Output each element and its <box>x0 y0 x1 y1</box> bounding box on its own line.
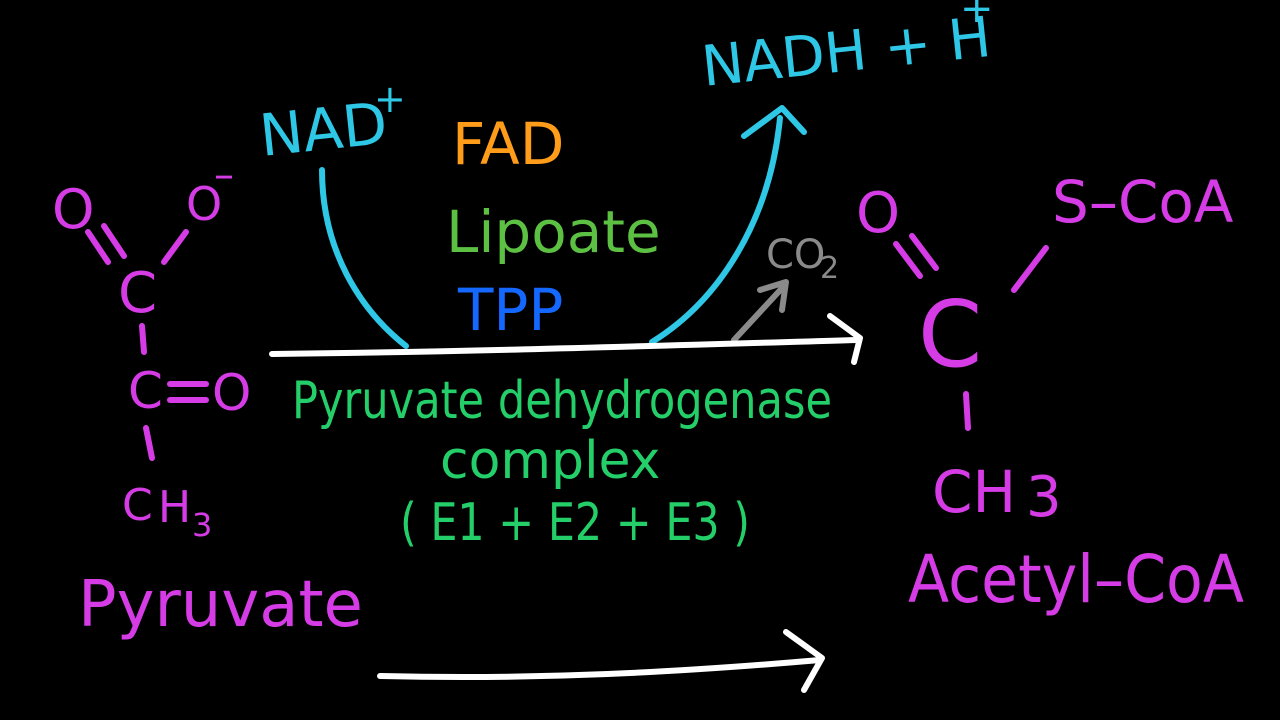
nadh-h-plus-label: NADH + H <box>699 5 994 100</box>
main-reaction-arrowhead <box>827 313 863 365</box>
pyruvate-bond-c2-ch3 <box>143 425 155 461</box>
pyruvate-structure: O O – C C O C H 3 <box>52 152 251 544</box>
acetyl-double-bond-1 <box>893 241 923 279</box>
acetyl-bond-c-ch3 <box>963 391 971 431</box>
tpp-label: TPP <box>457 276 563 344</box>
fad-label: FAD <box>452 110 564 178</box>
bottom-reaction-arrow <box>377 657 823 681</box>
lipoate-label: Lipoate <box>446 198 661 266</box>
acetyl-oxygen: O <box>856 181 900 246</box>
pyruvate-methyl-h: H <box>158 482 191 533</box>
acetyl-s-coa: S–CoA <box>1052 168 1234 236</box>
acetyl-coa-structure: O S–CoA C CH 3 <box>856 168 1234 530</box>
nadh-h-plus-superscript: + <box>960 0 994 32</box>
pyruvate-o-minus: O <box>186 177 222 231</box>
co2-subscript: 2 <box>820 251 839 286</box>
bottom-reaction-arrowhead <box>783 629 825 693</box>
acetyl-coa-label: Acetyl–CoA <box>908 541 1244 618</box>
nadh-arrowhead <box>741 105 807 139</box>
pyruvate-minus-sign: – <box>214 152 234 198</box>
acetyl-double-bond-2 <box>909 233 939 271</box>
acetyl-methyl-subscript: 3 <box>1026 465 1062 530</box>
acetyl-bond-c-s <box>1011 245 1049 293</box>
main-reaction-arrow <box>269 337 861 357</box>
acetyl-methyl: CH <box>932 458 1016 526</box>
pyruvate-keto-carbon: C <box>128 362 163 420</box>
enzyme-name-line2: complex <box>440 431 660 491</box>
co2-release-arrow <box>731 279 789 343</box>
pyruvate-bond-c1-c2 <box>139 323 147 355</box>
pyruvate-double-bond-1 <box>85 229 111 265</box>
pyruvate-label: Pyruvate <box>78 568 363 642</box>
pyruvate-methyl-c: C <box>122 480 153 531</box>
nad-plus-superscript: + <box>374 77 406 121</box>
acetyl-carbonyl-carbon: C <box>918 281 982 388</box>
pyruvate-double-bond-2 <box>101 223 127 259</box>
nad-plus-label: NAD <box>256 89 390 170</box>
pyruvate-methyl-subscript: 3 <box>192 506 212 544</box>
pyruvate-carboxyl-carbon: C <box>118 261 157 326</box>
pyruvate-bond-c-o <box>161 229 189 265</box>
nad-to-nadh-curved-arrow <box>319 115 783 349</box>
enzyme-subunits: ( E1 + E2 + E3 ) <box>400 493 750 553</box>
pyruvate-keto-oxygen: O <box>212 364 251 422</box>
co2-label: CO <box>766 232 825 278</box>
enzyme-name-line1: Pyruvate dehydrogenase <box>292 371 832 431</box>
